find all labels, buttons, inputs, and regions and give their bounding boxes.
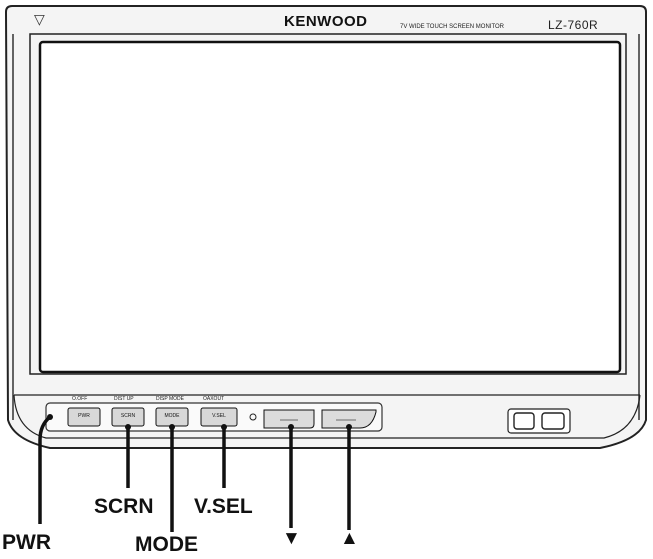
pwr-button[interactable] [67,407,101,427]
vsel-top-label: OAXOUT [203,396,225,402]
pwr-leader [38,415,52,524]
eject-icon: ▽ [34,11,45,27]
connector-slot-left [513,412,535,430]
mode-callout-label: MODE [135,533,198,556]
up-button[interactable] [321,409,377,429]
brand-logo: KENWOOD [284,13,368,30]
vsel-button-label: V.SEL [212,413,226,419]
sensor-dot [249,413,257,421]
scrn-callout-label: SCRN [94,495,154,518]
pwr-button-label: PWR [78,413,90,419]
down-button[interactable] [263,409,315,429]
up-arrow-icon: ▲ [340,528,359,549]
vsel-button[interactable] [200,407,238,427]
pwr-top-label: O.OFF [72,396,88,402]
scrn-button-label: SCRN [120,413,136,419]
scrn-top-label: DIST UP [114,396,134,402]
model-number: LZ-760R [548,18,599,32]
connector-slot-right [541,412,565,430]
mode-button-label: MODE [164,413,180,419]
model-description: 7V WIDE TOUCH SCREEN MONITOR [400,24,505,30]
lower-panel [13,394,641,439]
down-arrow-icon: ▼ [282,528,301,549]
screen [38,40,622,374]
pwr-callout-label: PWR [2,531,51,554]
mode-top-label: DISP MODE [156,396,184,402]
screen-outer [29,33,627,375]
vsel-callout-label: V.SEL [194,495,253,518]
